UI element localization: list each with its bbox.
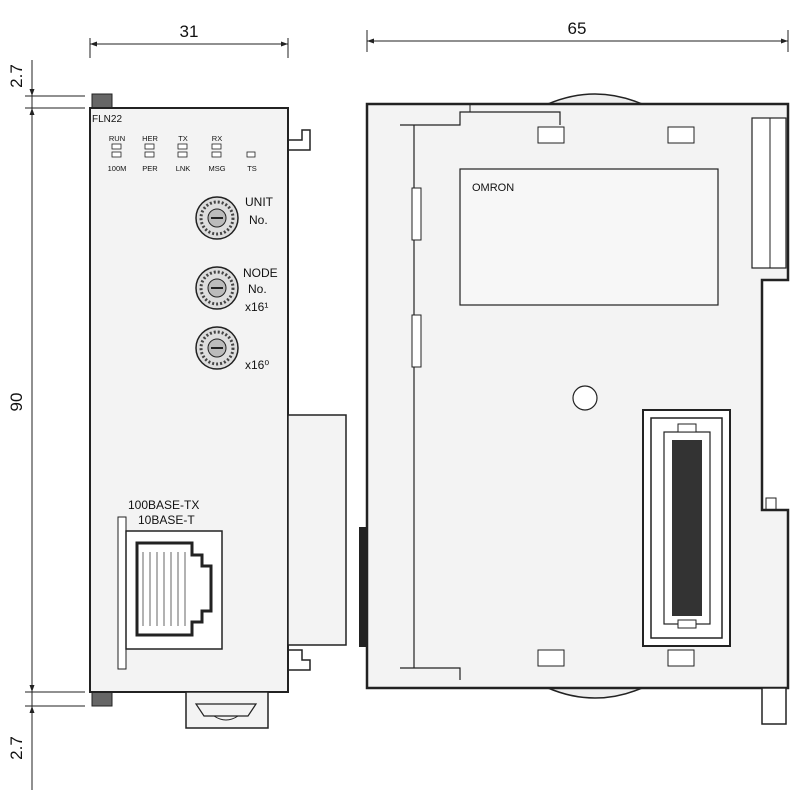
- dim-width-front: 31: [180, 22, 199, 41]
- led-label-lnk: LNK: [176, 164, 191, 173]
- led-indicators: [111, 143, 256, 158]
- dim-bottom-offset: 2.7: [7, 736, 26, 760]
- brand-logo: OMRON: [472, 182, 514, 194]
- side-view: [359, 93, 790, 725]
- node-rotary-switch-low: [195, 326, 239, 370]
- led-label-her: HER: [142, 134, 158, 143]
- node-rotary-switch-high: [195, 266, 239, 310]
- node-label: NODE: [243, 266, 278, 280]
- node-no-label: No.: [248, 282, 267, 296]
- dimension-lines: [25, 30, 789, 790]
- dim-width-side: 65: [568, 19, 587, 38]
- dim-top-offset: 2.7: [7, 64, 26, 88]
- led-label-msg: MSG: [208, 164, 225, 173]
- port-label-100base-tx: 100BASE-TX: [128, 498, 199, 512]
- led-label-rx: RX: [212, 134, 222, 143]
- unit-rotary-switch: [195, 196, 239, 240]
- led-label-ts: TS: [247, 164, 257, 173]
- unit-no-label: No.: [249, 213, 268, 227]
- node-x16-1-label: x16¹: [245, 300, 268, 314]
- unit-label: UNIT: [245, 195, 274, 209]
- dim-height: 90: [7, 393, 26, 412]
- model-label: FLN22: [92, 114, 122, 125]
- node-x16-0-label: x16⁰: [245, 358, 269, 372]
- rj45-port: [117, 516, 223, 670]
- led-label-run: RUN: [109, 134, 125, 143]
- led-label-per: PER: [142, 164, 158, 173]
- led-label-tx: TX: [178, 134, 188, 143]
- port-label-10base-t: 10BASE-T: [138, 513, 195, 527]
- led-label-100m: 100M: [108, 164, 127, 173]
